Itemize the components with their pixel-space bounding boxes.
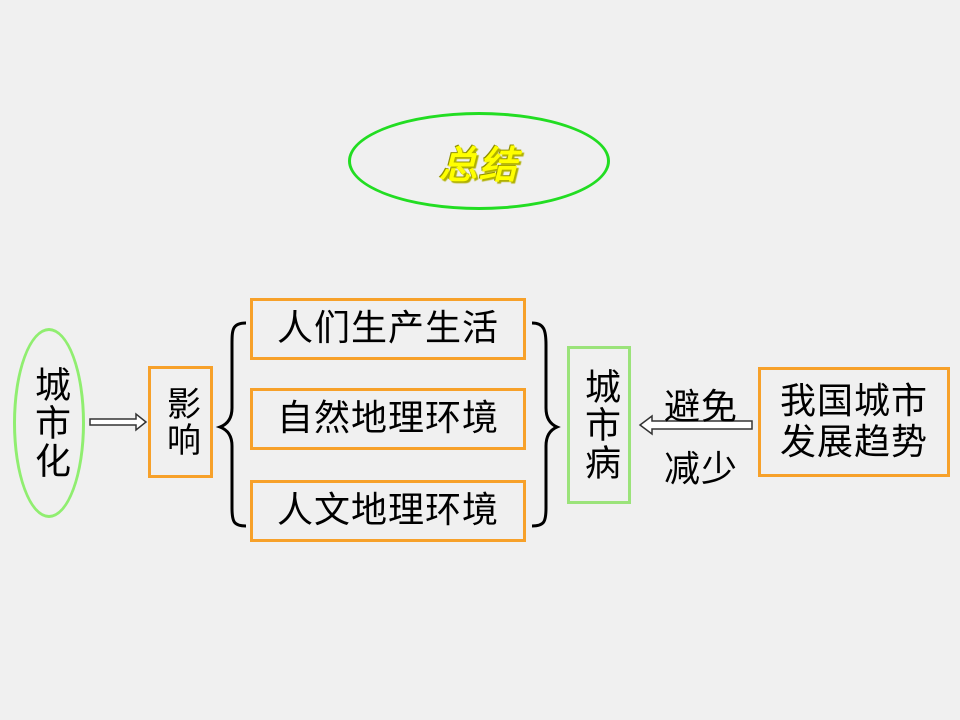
effect-label-1: 人们生产生活 [276, 308, 499, 350]
effect-box-1: 人们生产生活 [250, 298, 526, 360]
urbanization-label: 城市化 [29, 366, 70, 480]
urbanization-oval: 城市化 [13, 328, 85, 518]
avoid-label: 避免 [664, 387, 739, 428]
urban-disease-label: 城市病 [579, 368, 620, 482]
arrow-left-icon [638, 414, 753, 436]
title-text: 总结 [438, 142, 519, 187]
arrow-right-icon [89, 412, 148, 432]
influence-label: 影响 [160, 386, 201, 458]
trend-label-line2: 发展趋势 [779, 422, 928, 463]
reduce-label: 减少 [664, 449, 739, 490]
trend-box: 我国城市 发展趋势 [758, 367, 950, 477]
influence-box: 影响 [148, 366, 213, 478]
right-brace [531, 321, 561, 528]
effect-label-3: 人文地理环境 [276, 490, 499, 532]
urban-disease-box: 城市病 [567, 346, 631, 504]
trend-label-line1: 我国城市 [779, 380, 928, 422]
effect-label-2: 自然地理环境 [276, 398, 499, 440]
effect-box-2: 自然地理环境 [250, 388, 526, 450]
effect-box-3: 人文地理环境 [250, 480, 526, 542]
title-oval: 总结 [348, 112, 610, 210]
left-brace [215, 321, 247, 528]
